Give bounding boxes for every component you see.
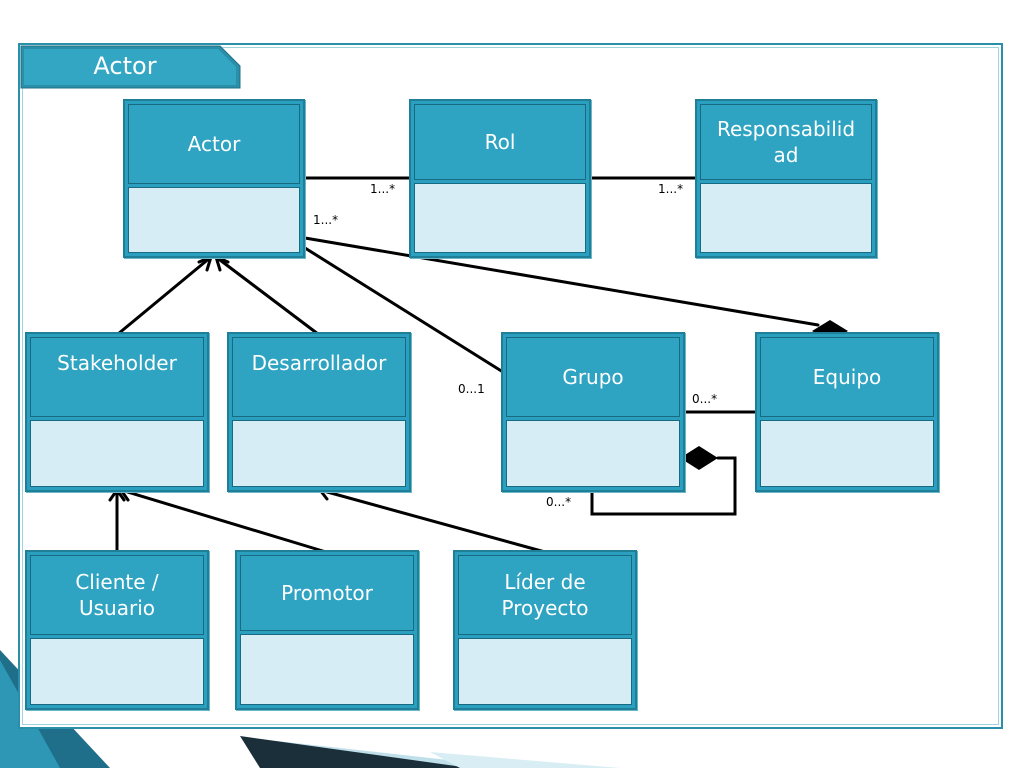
multiplicity-grupo-self: 0...* — [546, 495, 572, 509]
class-cliente-usuario-name: Cliente / Usuario — [30, 555, 204, 635]
class-actor-name: Actor — [128, 104, 300, 184]
class-promotor-attributes — [240, 634, 414, 705]
class-desarrollador-name: Desarrollador — [232, 337, 406, 417]
class-rol[interactable]: Rol — [409, 99, 591, 258]
class-equipo[interactable]: Equipo — [755, 332, 939, 492]
multiplicity-actor-grupo-target: 0...1 — [458, 382, 485, 396]
class-stakeholder-attributes — [30, 420, 204, 487]
class-cliente-usuario[interactable]: Cliente / Usuario — [25, 550, 209, 710]
class-stakeholder[interactable]: Stakeholder — [25, 332, 209, 492]
diamond-grupo — [680, 446, 718, 470]
class-lider-de-proyecto-attributes — [458, 638, 632, 705]
class-equipo-name: Equipo — [760, 337, 934, 417]
generalization-lider-desarrollador — [318, 488, 547, 554]
class-actor-attributes — [128, 187, 300, 253]
multiplicity-actor-rol: 1...* — [370, 182, 396, 196]
class-desarrollador-attributes — [232, 420, 406, 487]
class-lider-de-proyecto[interactable]: Líder de Proyecto — [453, 550, 637, 710]
class-actor[interactable]: Actor — [123, 99, 305, 258]
aggregation-actor-equipo — [303, 236, 820, 327]
composition-grupo-self — [590, 456, 737, 516]
class-responsabilidad-name: Responsabilid ad — [700, 104, 872, 180]
generalization-desarrollador-actor — [214, 255, 320, 336]
class-promotor[interactable]: Promotor — [235, 550, 419, 710]
class-grupo[interactable]: Grupo — [501, 332, 685, 492]
class-responsabilidad-attributes — [700, 183, 872, 253]
class-stakeholder-name: Stakeholder — [30, 337, 204, 417]
class-grupo-attributes — [506, 420, 680, 487]
title-tab: Actor — [20, 45, 241, 89]
class-desarrollador[interactable]: Desarrollador — [227, 332, 411, 492]
diagram-frame-inner — [22, 47, 999, 725]
class-grupo-name: Grupo — [506, 337, 680, 417]
class-lider-de-proyecto-name: Líder de Proyecto — [458, 555, 632, 635]
slide-title: Actor — [93, 52, 157, 80]
class-cliente-usuario-attributes — [30, 638, 204, 705]
multiplicity-rol-responsabilidad: 1...* — [658, 182, 684, 196]
multiplicity-actor-grupo-source: 1...* — [313, 213, 339, 227]
multiplicity-grupo-equipo: 0...* — [692, 392, 718, 406]
class-promotor-name: Promotor — [240, 555, 414, 631]
class-rol-name: Rol — [414, 104, 586, 180]
generalization-stakeholder-actor — [116, 255, 213, 336]
generalization-promotor-stakeholder — [119, 488, 328, 554]
assoc-actor-grupo — [303, 246, 505, 374]
class-rol-attributes — [414, 183, 586, 253]
class-equipo-attributes — [760, 420, 934, 487]
class-responsabilidad[interactable]: Responsabilid ad — [695, 99, 877, 258]
